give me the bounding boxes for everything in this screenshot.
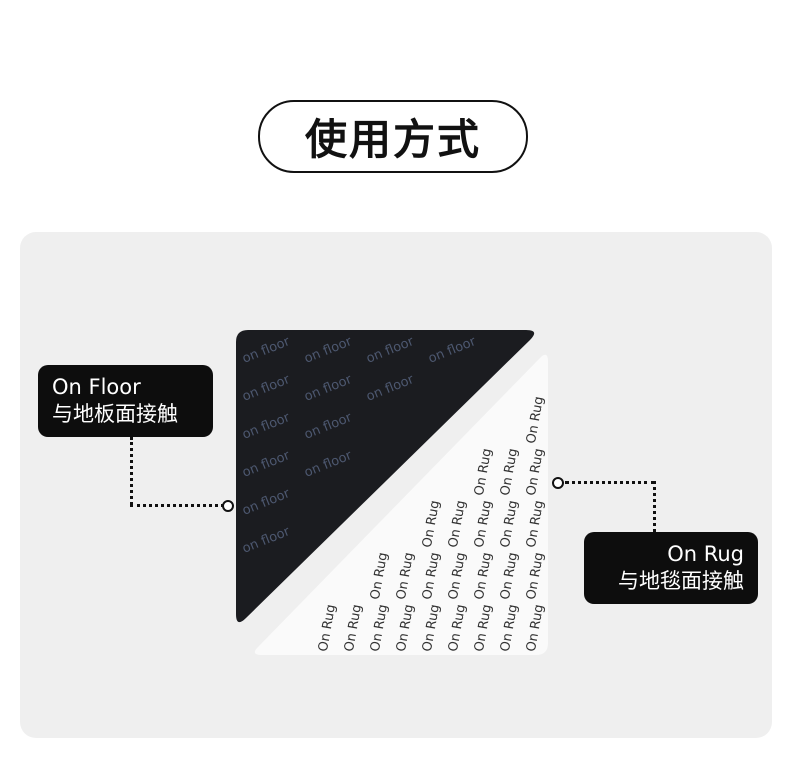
black-floor-pad [236,330,535,623]
on-rug-callout: On Rug 与地毯面接触 [584,532,758,604]
on-floor-callout: On Floor 与地板面接触 [38,365,213,437]
on-floor-label: On Floor [52,375,141,399]
on-rug-label: On Rug [667,542,744,566]
on-rug-description: 与地毯面接触 [618,569,744,593]
left-connector-node [222,500,234,512]
page-title: 使用方式 [258,100,528,173]
right-connector-node [552,477,564,489]
white-rug-pad [254,354,549,655]
left-connector-vertical [130,437,133,505]
on-floor-description: 与地板面接触 [52,402,178,426]
left-connector-horizontal [130,504,224,507]
right-connector-horizontal [565,481,655,484]
right-connector-vertical [653,481,656,532]
